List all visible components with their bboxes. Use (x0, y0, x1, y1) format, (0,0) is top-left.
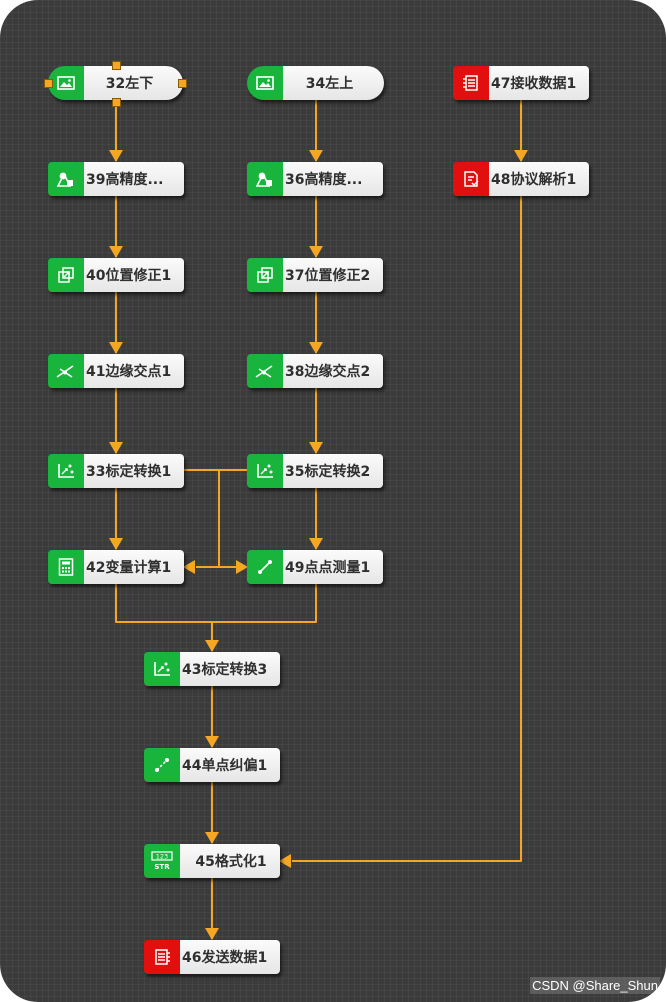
arrow-left-col (109, 150, 123, 162)
format-str-icon: 123 STR (144, 844, 180, 878)
point-measure-icon (247, 550, 283, 584)
receive-data-icon (453, 66, 489, 100)
edge-intersect-icon (48, 354, 84, 388)
node-32-left-bottom[interactable]: 32左下 (44, 61, 187, 107)
arrow-right-col (309, 442, 323, 454)
node-label: 32左下 (84, 66, 183, 100)
node-35-calibration-transform[interactable]: 35标定转换2 (247, 454, 383, 488)
wire-35-to-49 (218, 469, 247, 568)
single-point-correct-icon (144, 748, 180, 782)
arrow-right-col (309, 150, 323, 162)
node-40-position-correction[interactable]: 40位置修正1 (48, 258, 184, 292)
node-label: 37位置修正2 (283, 258, 383, 292)
calib-transform-icon (144, 652, 180, 686)
send-data-icon (144, 940, 180, 974)
arrow-left-col (109, 246, 123, 258)
node-44-single-point-correction[interactable]: 44单点纠偏1 (144, 748, 280, 782)
edge-intersect-icon (247, 354, 283, 388)
node-37-position-correction[interactable]: 37位置修正2 (247, 258, 383, 292)
node-label: 36高精度... (283, 162, 383, 196)
node-label: 35标定转换2 (283, 454, 383, 488)
arrow-right-col (309, 342, 323, 354)
node-label: 48协议解析1 (489, 162, 589, 196)
node-38-edge-intersection[interactable]: 38边缘交点2 (247, 354, 383, 388)
selection-handle-top[interactable] (112, 61, 121, 70)
selection-handle-right[interactable] (178, 79, 187, 88)
arrow-right-col (309, 538, 323, 550)
node-label: 41边缘交点1 (84, 354, 184, 388)
node-label: 38边缘交点2 (283, 354, 383, 388)
arrow-left-col (109, 442, 123, 454)
node-label: 46发送数据1 (180, 940, 280, 974)
node-34-left-top[interactable]: 34左上 (247, 66, 384, 100)
calib-transform-icon (48, 454, 84, 488)
arrow-right-col (309, 246, 323, 258)
wire-33-to-42 (184, 469, 220, 568)
node-label: 42变量计算1 (84, 550, 184, 584)
node-43-calibration-transform[interactable]: 43标定转换3 (144, 652, 280, 686)
node-label: 44单点纠偏1 (180, 748, 280, 782)
node-49-point-point-measure[interactable]: 49点点测量1 (247, 550, 383, 584)
icon-text-top: 123 (156, 853, 168, 861)
node-42-variable-calculation[interactable]: 42变量计算1 (48, 550, 184, 584)
selection-handle-bottom[interactable] (112, 98, 121, 107)
image-icon (247, 66, 283, 100)
node-label: 45格式化1 (180, 844, 280, 878)
node-46-send-data[interactable]: 46发送数据1 (144, 940, 280, 974)
node-label: 33标定转换1 (84, 454, 184, 488)
wire-48-to-45 (292, 196, 522, 862)
pattern-match-icon (247, 162, 283, 196)
node-41-edge-intersection[interactable]: 41边缘交点1 (48, 354, 184, 388)
arrow-center-col (205, 736, 219, 748)
node-label: 34左上 (283, 66, 384, 100)
node-label: 40位置修正1 (84, 258, 184, 292)
pattern-match-icon (48, 162, 84, 196)
protocol-parse-icon (453, 162, 489, 196)
node-47-receive-data[interactable]: 47接收数据1 (453, 66, 589, 100)
node-label: 39高精度... (84, 162, 184, 196)
arrow-into-42 (183, 560, 195, 574)
selection-handle-left[interactable] (44, 79, 53, 88)
calib-transform-icon (247, 454, 283, 488)
position-fix-icon (247, 258, 283, 292)
node-label: 43标定转换3 (180, 652, 280, 686)
calculator-icon (48, 550, 84, 584)
arrow-into-43 (205, 640, 219, 652)
node-label: 47接收数据1 (489, 66, 589, 100)
node-45-format[interactable]: 123 STR 45格式化1 (144, 844, 280, 878)
node-39-high-precision-match[interactable]: 39高精度... (48, 162, 184, 196)
image-icon (48, 66, 84, 100)
arrow-into-45 (279, 854, 291, 868)
arrow-far-col (514, 150, 528, 162)
wire-merge (115, 584, 317, 623)
arrow-center-col (205, 928, 219, 940)
node-33-calibration-transform[interactable]: 33标定转换1 (48, 454, 184, 488)
icon-text-bottom: STR (154, 863, 170, 871)
arrow-center-col (205, 832, 219, 844)
node-48-protocol-parse[interactable]: 48协议解析1 (453, 162, 589, 196)
watermark: CSDN @Share_Shun (530, 977, 660, 994)
arrow-left-col (109, 342, 123, 354)
position-fix-icon (48, 258, 84, 292)
node-36-high-precision-match[interactable]: 36高精度... (247, 162, 383, 196)
arrow-left-col (109, 538, 123, 550)
node-label: 49点点测量1 (283, 550, 383, 584)
